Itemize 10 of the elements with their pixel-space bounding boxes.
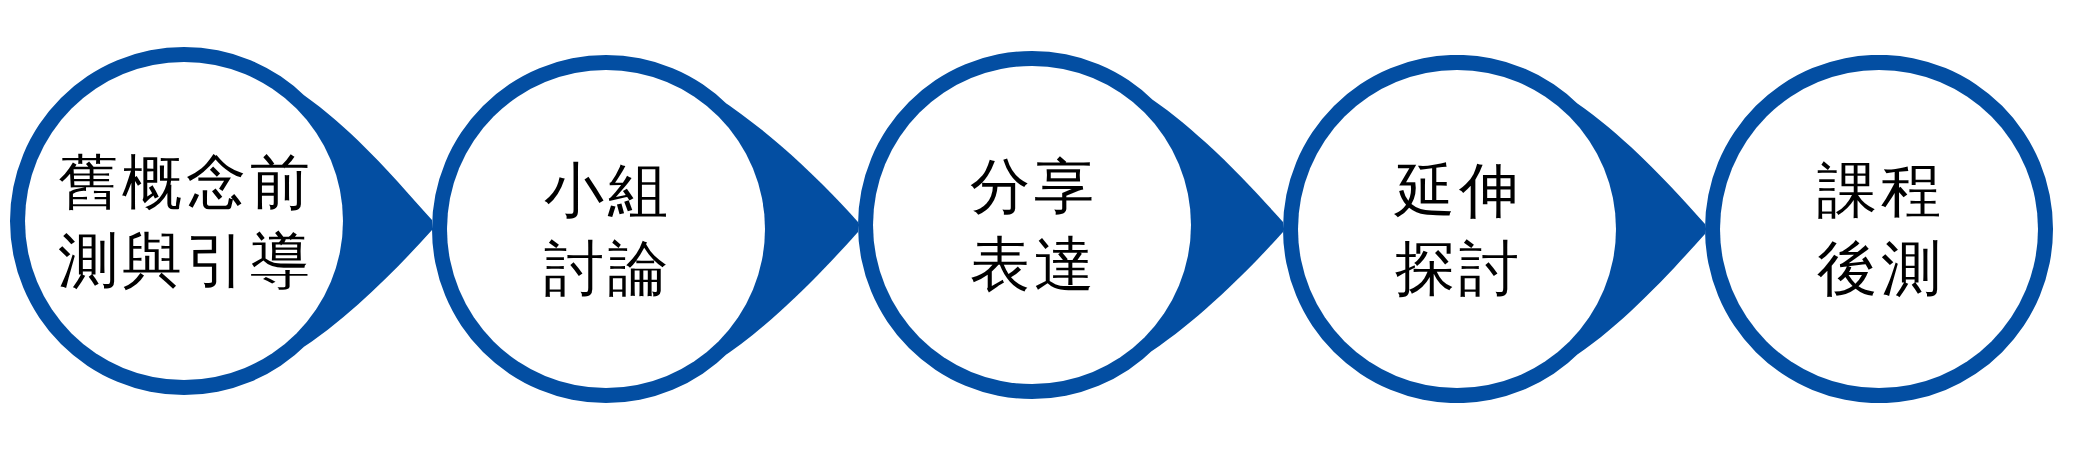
step-label: 延伸探討 [1393, 154, 1524, 305]
arrow [1206, 142, 1283, 309]
arrow [358, 140, 432, 305]
arrow [1631, 147, 1705, 311]
step-label: 舊概念前測與引導 [57, 146, 315, 297]
arrow [780, 145, 858, 312]
step-circle [1705, 55, 2053, 403]
step-label: 課程後測 [1816, 154, 1946, 305]
step-label: 小組討論 [543, 154, 673, 305]
step-label: 分享表達 [969, 150, 1099, 301]
